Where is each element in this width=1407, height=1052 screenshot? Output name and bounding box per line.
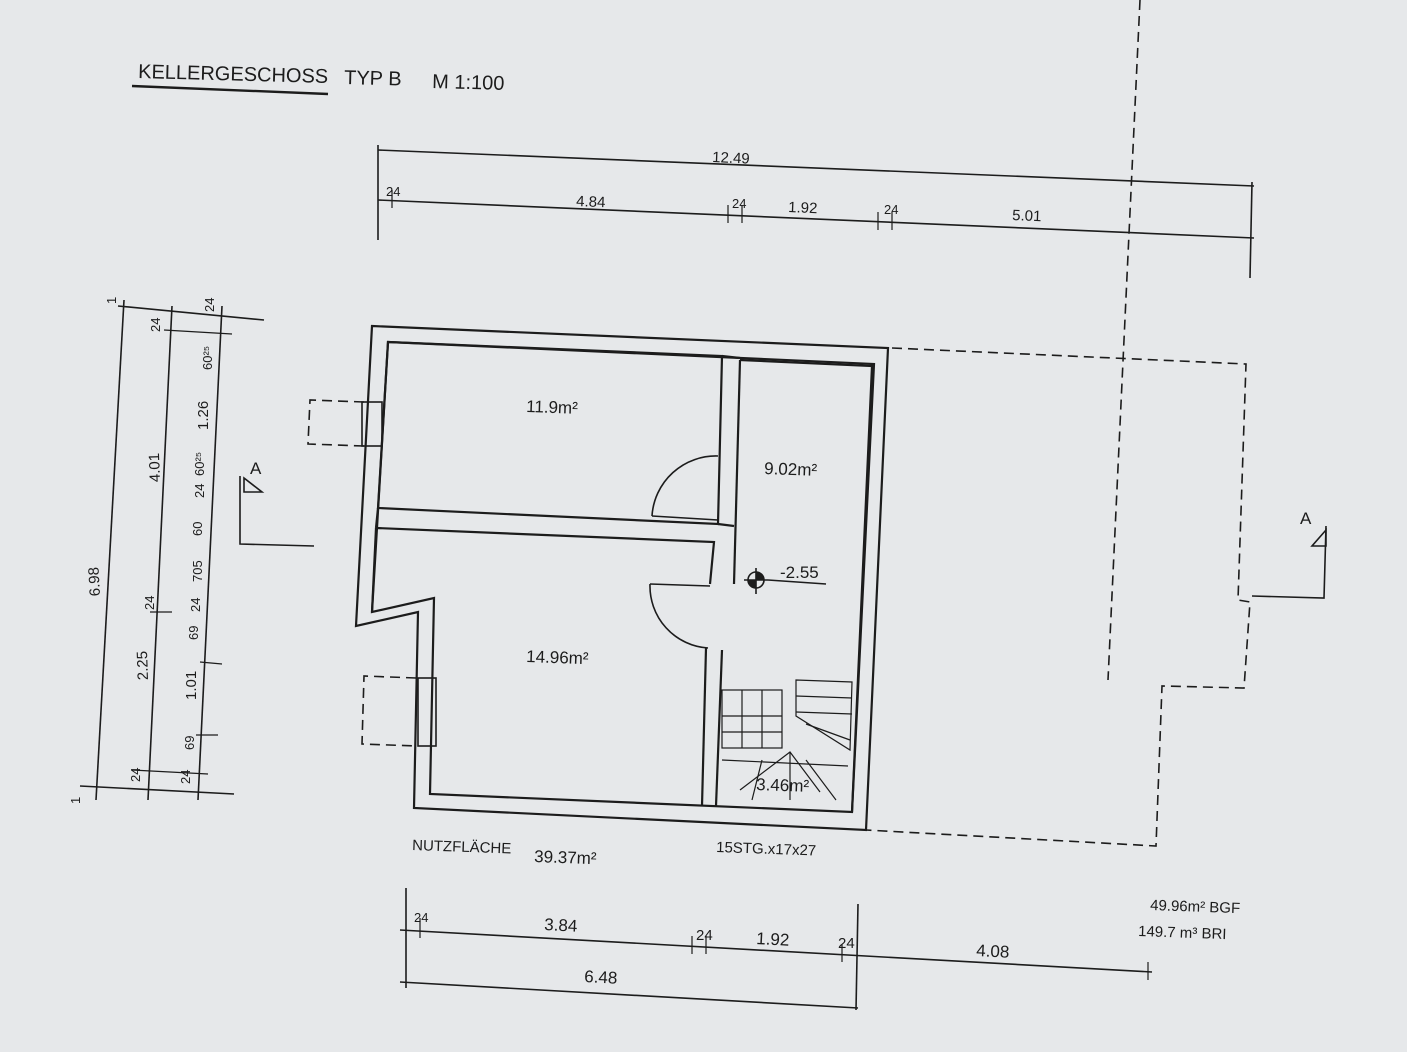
left-dim-mid-d: 24 xyxy=(128,768,143,782)
title-main: KELLERGESCHOSS xyxy=(138,61,329,88)
top-dim-4: 1.92 xyxy=(788,199,818,217)
left-dim-inner-f: 24 xyxy=(192,484,207,498)
level-marker: -2.55 xyxy=(744,563,827,594)
top-dim-6: 5.01 xyxy=(1012,207,1042,225)
left-dim-inner-b: 60²⁵ xyxy=(200,346,215,370)
top-dim-5: 24 xyxy=(884,202,898,217)
bottom-dim-total: 6.48 xyxy=(584,967,618,988)
left-dim-inner-d: 60²⁵ xyxy=(192,452,207,476)
section-marker-right: A xyxy=(1251,509,1327,599)
title-underline xyxy=(131,84,329,96)
top-dim-1: 24 xyxy=(386,184,400,199)
top-dimension-chain: 12.49 24 4.84 24 1.92 24 5.01 xyxy=(377,145,1255,279)
room-area-3: 14.96m² xyxy=(526,647,589,668)
left-dim-inner-l: 1.01 xyxy=(183,671,200,700)
stairs-spec: 15STG.x17x27 xyxy=(716,839,817,859)
usable-area-value: 39.37m² xyxy=(534,847,597,868)
level-mark: -2.55 xyxy=(780,563,819,582)
left-dim-inner-k: 69 xyxy=(186,626,201,640)
left-dim-mid-a: 4.01 xyxy=(146,453,164,483)
section-mark-left: A xyxy=(250,459,262,478)
top-dim-2: 4.84 xyxy=(576,193,606,211)
section-marker-left: A xyxy=(239,459,315,547)
bottom-dimension-chain: 24 3.84 24 1.92 24 4.08 6.48 xyxy=(399,888,1153,1011)
left-dim-inner-g: 60 xyxy=(190,522,205,536)
left-dim-inner-n: 24 xyxy=(178,770,193,784)
room-area-2: 9.02m² xyxy=(764,459,818,480)
gross-volume: 149.7 m³ BRI xyxy=(1138,923,1227,943)
left-dim-mid-b: 24 xyxy=(142,596,157,610)
building-walls xyxy=(307,324,890,832)
left-dim-inner-j: 24 xyxy=(188,598,203,612)
bottom-dim-1: 24 xyxy=(414,910,428,925)
left-dim-mid-e: 24 xyxy=(148,318,163,332)
usable-area-label: NUTZFLÄCHE xyxy=(412,837,512,857)
top-dim-3: 24 xyxy=(732,196,746,211)
room-area-4: 3.46m² xyxy=(756,775,810,796)
summary: NUTZFLÄCHE 39.37m² 15STG.x17x27 49.96m² … xyxy=(412,837,1241,943)
title-scale: M 1:100 xyxy=(432,71,505,95)
left-dim-end-top: 1 xyxy=(104,297,119,304)
room-area-1: 11.9m² xyxy=(526,397,579,418)
left-dim-inner-i: 705 xyxy=(190,560,205,582)
bottom-dim-5: 24 xyxy=(838,935,855,952)
bottom-dim-3: 24 xyxy=(696,927,713,944)
drawing-title: KELLERGESCHOSS TYP B M 1:100 xyxy=(131,61,505,96)
section-mark-right: A xyxy=(1300,509,1312,528)
dashed-outline xyxy=(865,0,1251,847)
left-dimension-chain: 1 6.98 1 4.01 24 2.25 24 24 24 60²⁵ 1.26… xyxy=(68,297,265,804)
left-dim-total: 6.98 xyxy=(85,567,104,597)
bottom-dim-4: 1.92 xyxy=(756,929,790,950)
left-dim-inner-c: 1.26 xyxy=(195,401,212,430)
bottom-dim-6: 4.08 xyxy=(976,941,1010,962)
left-dim-inner-a: 24 xyxy=(202,298,217,312)
left-dim-mid-c: 2.25 xyxy=(134,651,152,681)
top-dim-total: 12.49 xyxy=(712,149,750,168)
gross-floor-area: 49.96m² BGF xyxy=(1150,897,1241,917)
title-type: TYP B xyxy=(344,67,402,90)
left-dim-inner-m: 69 xyxy=(182,736,197,750)
room-labels: 11.9m² 9.02m² 14.96m² 3.46m² xyxy=(526,397,818,796)
left-dim-end-bottom: 1 xyxy=(68,797,83,804)
bottom-dim-2: 3.84 xyxy=(544,915,578,936)
